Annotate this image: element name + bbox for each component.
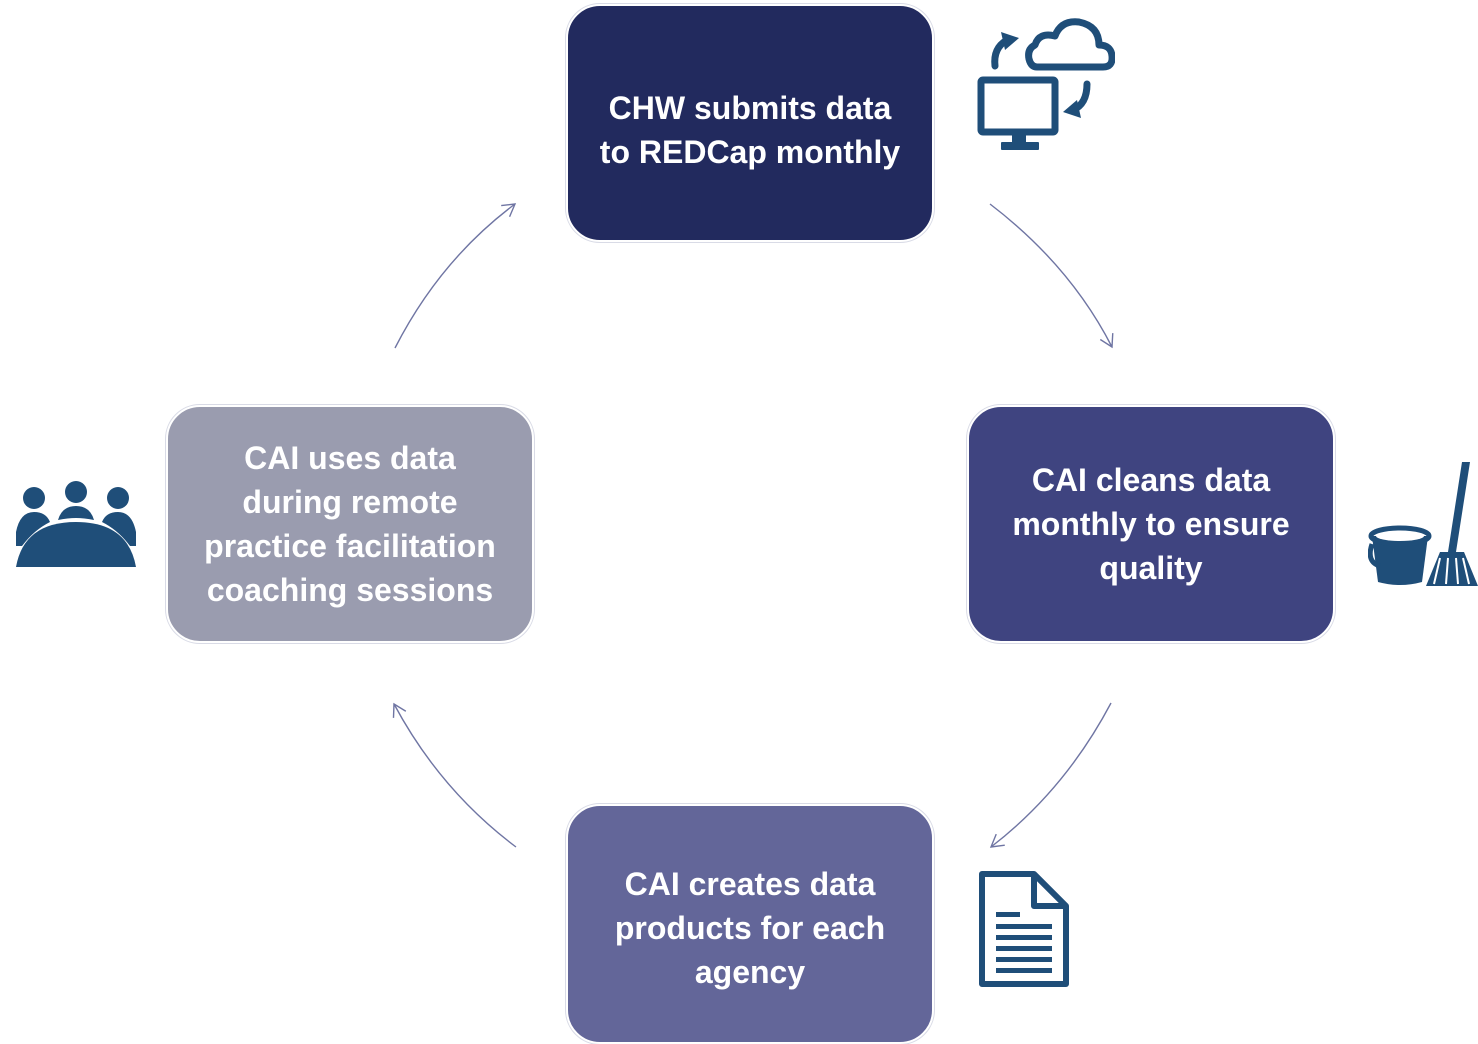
step-label-submit: CHW submits data to REDCap monthly	[599, 90, 901, 170]
arrow-clean-to-products	[989, 702, 1112, 848]
document-icon	[978, 870, 1070, 988]
step-label-products: CAI creates data products for each agenc…	[614, 866, 886, 990]
computer-cloud-sync-icon	[975, 12, 1115, 157]
step-box-clean: CAI cleans data monthly to ensure qualit…	[967, 405, 1335, 643]
meeting-group-icon	[14, 480, 138, 570]
arrow-use-to-submit	[394, 203, 517, 349]
step-box-products: CAI creates data products for each agenc…	[566, 804, 934, 1044]
step-box-use: CAI uses data during remote practice fac…	[166, 405, 534, 643]
step-box-submit: CHW submits data to REDCap monthly	[566, 4, 934, 242]
step-label-use: CAI uses data during remote practice fac…	[204, 440, 496, 608]
arrow-products-to-use	[392, 702, 517, 848]
bucket-broom-icon	[1368, 460, 1478, 588]
arrow-submit-to-clean	[989, 203, 1114, 349]
step-label-clean: CAI cleans data monthly to ensure qualit…	[1012, 462, 1290, 586]
